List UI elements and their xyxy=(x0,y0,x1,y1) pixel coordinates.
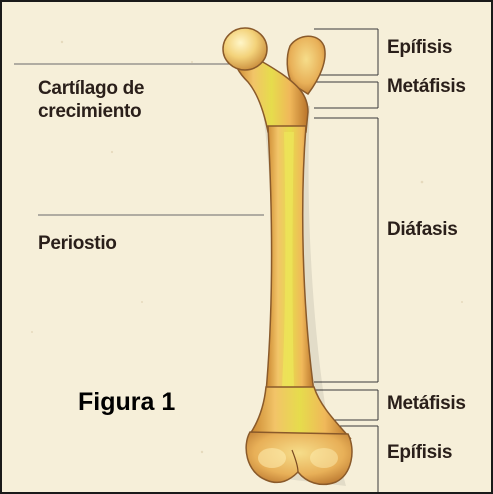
label-cartilage-line1: Cartílago de xyxy=(38,79,144,99)
label-metaphysis-bottom: Metáfisis xyxy=(387,394,466,414)
label-metaphysis-top: Metáfisis xyxy=(387,77,466,97)
label-cartilage-line2: crecimiento xyxy=(38,102,141,122)
label-epiphysis-top: Epífisis xyxy=(387,38,452,58)
figure-caption: Figura 1 xyxy=(78,388,175,417)
label-diaphysis: Diáfasis xyxy=(387,220,457,240)
femur-bone xyxy=(223,28,352,486)
femoral-head xyxy=(223,28,267,70)
label-periosteum: Periostio xyxy=(38,234,117,254)
label-epiphysis-bottom: Epífisis xyxy=(387,443,452,463)
distal-metaphysis xyxy=(250,387,350,438)
